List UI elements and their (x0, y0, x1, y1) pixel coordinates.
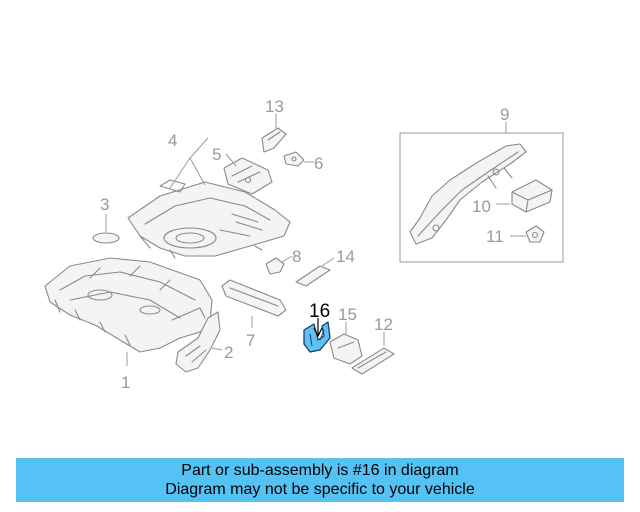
part-6-small-bracket[interactable] (283, 151, 305, 167)
callout-9: 9 (500, 105, 509, 124)
callout-13: 13 (265, 97, 284, 116)
callout-15: 15 (338, 305, 357, 324)
callout-8: 8 (292, 247, 301, 266)
part-16-highlighted-bracket[interactable] (303, 321, 331, 353)
part-12-rail[interactable] (351, 347, 395, 375)
callout-7: 7 (246, 331, 255, 350)
callout-5: 5 (212, 145, 221, 164)
callout-1: 1 (121, 373, 130, 392)
banner-line-1: Part or sub-assembly is #16 in diagram (181, 462, 459, 479)
parts-diagram: 1 2 3 4 5 6 13 (44, 97, 564, 392)
part-11-nut[interactable] (525, 225, 545, 243)
part-2-bracket[interactable] (175, 311, 221, 373)
part-3-plug[interactable] (92, 232, 120, 244)
callout-11: 11 (486, 227, 504, 246)
part-7-crossmember[interactable] (221, 279, 287, 317)
callout-6: 6 (314, 154, 323, 173)
callout-10: 10 (472, 197, 491, 216)
info-banner: Part or sub-assembly is #16 in diagram D… (16, 458, 624, 502)
part-9-rail-assembly-group[interactable] (399, 132, 564, 263)
callout-2: 2 (224, 343, 233, 362)
banner-line-2: Diagram may not be specific to your vehi… (165, 481, 475, 498)
part-4-rear-floor-pan[interactable] (127, 179, 291, 259)
part-8-bracket[interactable] (265, 257, 285, 275)
part-10-bracket[interactable] (511, 179, 553, 213)
part-1-floor-pan[interactable] (44, 257, 213, 353)
part-15-bracket[interactable] (329, 333, 363, 365)
part-14-member[interactable] (295, 265, 331, 287)
callout-14: 14 (336, 247, 355, 266)
part-13-bracket[interactable] (261, 127, 287, 153)
callout-4: 4 (168, 131, 177, 150)
callout-16: 16 (309, 301, 330, 322)
part-5-reinforcement[interactable] (223, 157, 273, 195)
callout-12: 12 (374, 315, 393, 334)
callout-3: 3 (100, 195, 109, 214)
